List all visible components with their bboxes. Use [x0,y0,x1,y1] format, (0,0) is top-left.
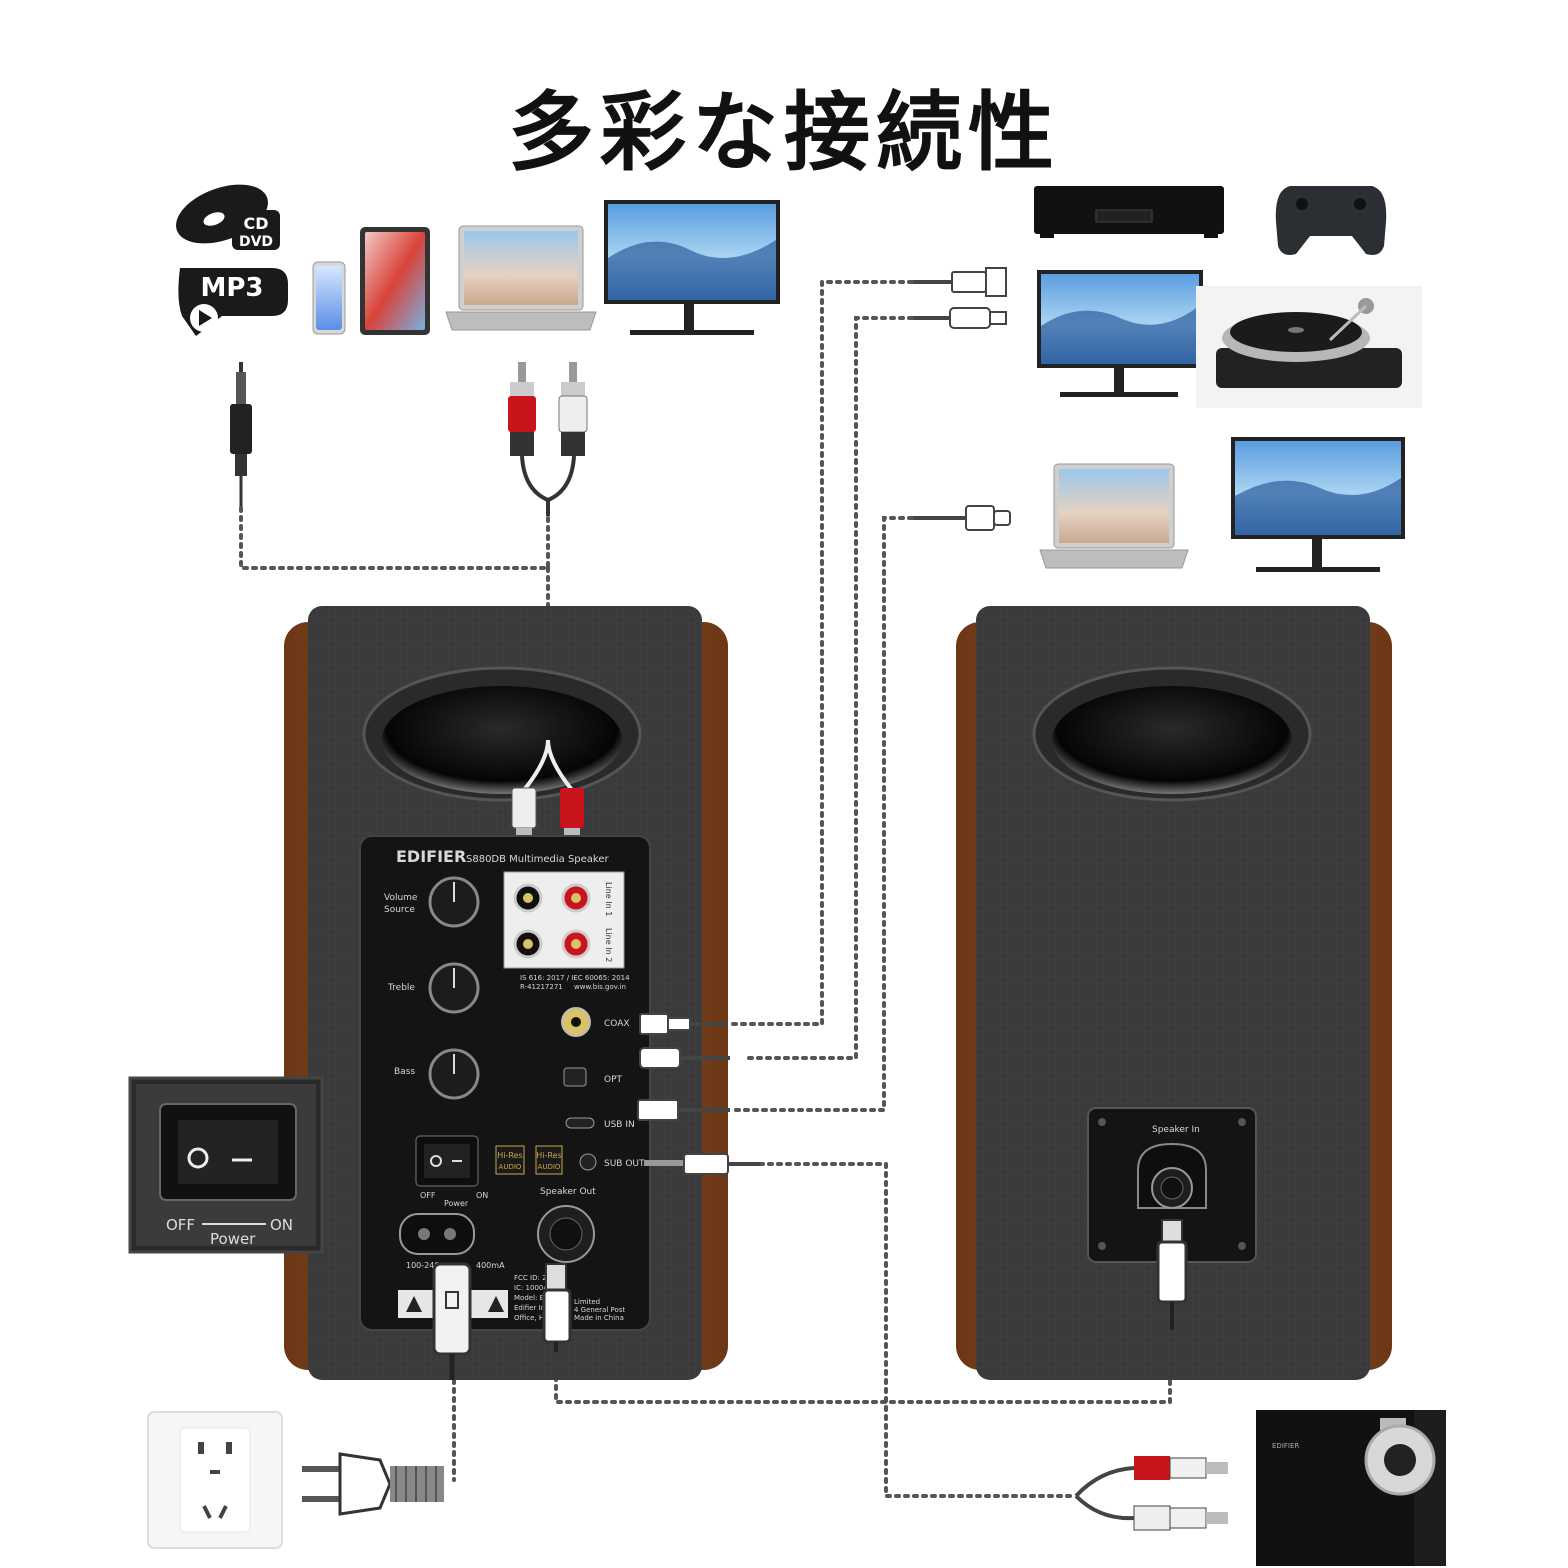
wall-outlet-icon [147,1411,283,1549]
usb-c-port[interactable] [565,1117,595,1129]
monitor-icon [604,200,780,335]
switch-power-label: Power [444,1199,469,1208]
ac-inlet[interactable] [399,1213,475,1255]
hires-badge-2-top: Hi-Res [536,1151,561,1160]
cert-line-3: www.bis.gov.in [574,983,626,991]
coax-label: COAX [604,1019,630,1029]
zoom-off-label: OFF [166,1216,195,1234]
volume-label: Volume [384,893,418,903]
subwoofer-rca-cable [1074,1456,1228,1531]
monitor-3-icon [1231,437,1405,572]
page-title: 多彩な接続性 [508,83,1060,183]
treble-label: Treble [387,983,415,993]
brand-label: EDIFIER [396,847,466,866]
voltage-label: 100-240 [406,1261,439,1270]
current-label: 400mA [476,1261,505,1270]
power-cord-plug [432,1262,472,1380]
switch-off-label: OFF [420,1191,436,1200]
made-in-label: Made in China [574,1314,624,1322]
line-in-2-label: Line In 2 [604,928,613,962]
limited-label: Limited [574,1298,600,1306]
switch-on-label: ON [476,1191,488,1200]
line-in-jacks: Line In 1 Line In 2 [503,871,625,969]
attached-plugs [637,1013,760,1175]
usb-c-plug-icon [912,505,1011,531]
bass-label: Bass [394,1067,415,1077]
speaker-out-label: Speaker Out [540,1187,596,1197]
cert-line-1: IS 616: 2017 / IEC 60065: 2014 [520,974,630,982]
passive-speaker: Speaker In [956,606,1392,1380]
usb-in-label: USB IN [604,1120,635,1130]
cd-label: CD [243,214,268,233]
bass-port-2 [1032,666,1312,802]
general-post-label: 4 General Post [574,1306,625,1314]
coax-plug-icon [912,267,1007,297]
zoom-on-label: ON [270,1216,293,1234]
power-plug-icon [302,1452,444,1516]
ic-label: IC: 10004 [514,1284,548,1292]
tablet-icon [360,227,430,335]
optical-jack[interactable] [563,1067,587,1087]
laptop-icon [445,225,597,331]
cd-player-icon [1034,186,1224,238]
mp3-label: MP3 [200,273,263,303]
gamepad-icon [1275,186,1387,255]
cert-line-2: R-41217271 [520,983,563,991]
opt-label: OPT [604,1075,623,1085]
monitor-2-icon [1037,270,1203,397]
turntable-icon [1196,286,1422,408]
edifier-line-label: Edifier Int [514,1304,548,1312]
optical-plug-icon [912,307,1007,329]
smartphone-icon [312,261,346,335]
subwoofer-icon: EDIFIER [1256,1410,1446,1566]
sub-out-label: SUB OUT [604,1159,645,1169]
laptop-2-icon [1039,463,1189,569]
subwoofer-brand-label: EDIFIER [1272,1442,1299,1450]
connector-lines [239,280,1172,1498]
cd-dvd-icon: CD DVD [176,184,280,250]
speaker-in-label: Speaker In [1152,1125,1200,1135]
rca-cable-icon [508,362,588,516]
source-label: Source [384,905,415,915]
hires-badge-2-bottom: AUDIO [538,1163,561,1171]
hires-badge-1-top: Hi-Res [497,1151,522,1160]
active-speaker: EDIFIER S880DB Multimedia Speaker Volume… [284,606,760,1380]
sub-out-jack[interactable] [579,1153,597,1171]
office-label: Office, Ho [514,1314,548,1322]
hires-badge-1-bottom: AUDIO [499,1163,522,1171]
rear-panel: EDIFIER S880DB Multimedia Speaker Volume… [359,835,651,1331]
speaker-cable-plug [542,1263,572,1352]
hi-res-badges: Hi-Res AUDIO Hi-Res AUDIO [495,1145,563,1175]
mp3-icon: MP3 [178,268,288,336]
fcc-id-label: FCC ID: 29 [514,1274,551,1282]
bass-port [362,666,642,802]
power-switch[interactable] [415,1135,479,1187]
model-line-label: Model: ED [514,1294,549,1302]
line-in-1-label: Line In 1 [604,882,613,916]
speaker-in-cable-plug [1156,1219,1188,1330]
dvd-label: DVD [239,234,273,250]
speaker-in-panel: Speaker In [1087,1107,1257,1263]
zoom-power-label: Power [210,1230,256,1248]
aux-plug-icon [230,362,252,508]
model-label: S880DB Multimedia Speaker [466,854,610,865]
power-switch-zoom: OFF ON Power [128,1076,324,1254]
